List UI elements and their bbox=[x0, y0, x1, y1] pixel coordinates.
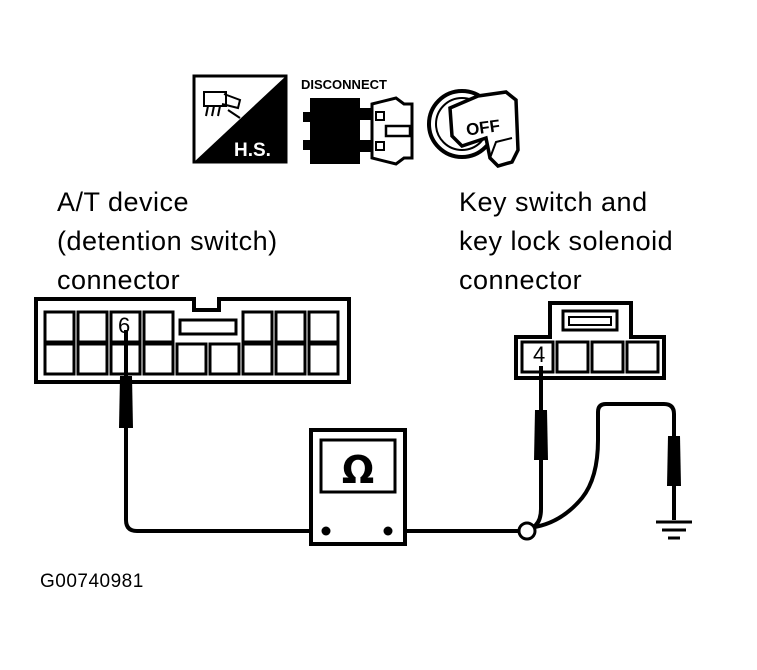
right-terminal-number: 4 bbox=[533, 342, 545, 367]
ground-symbol bbox=[656, 520, 692, 540]
connector-cavity bbox=[555, 340, 590, 374]
probe-ground bbox=[667, 436, 681, 486]
connector-cavity bbox=[175, 342, 208, 376]
ohmmeter-terminal-right bbox=[383, 526, 393, 536]
connector-cavity bbox=[142, 310, 175, 344]
lead-terminal-4 bbox=[388, 366, 543, 533]
probe-middle bbox=[534, 410, 548, 460]
connector-cavity bbox=[274, 310, 307, 344]
connector-cavity bbox=[43, 342, 76, 376]
right-title-line-1: Key switch and bbox=[459, 187, 648, 217]
disconnect-label: DISCONNECT bbox=[301, 77, 387, 92]
connector-cavity bbox=[307, 310, 340, 344]
ohm-symbol: Ω bbox=[342, 448, 374, 492]
hs-label: H.S. bbox=[234, 140, 271, 161]
connector-cavity bbox=[208, 342, 241, 376]
connector-cavity bbox=[241, 342, 274, 376]
left-connector-title: A/T device (detention switch) connector bbox=[57, 183, 278, 300]
right-title-line-3: connector bbox=[459, 265, 583, 295]
probe-left bbox=[119, 376, 133, 428]
connector-latch bbox=[178, 318, 238, 336]
connector-cavity bbox=[43, 310, 76, 344]
left-title-line-3: connector bbox=[57, 265, 181, 295]
key-connector-cavities bbox=[520, 340, 660, 374]
lead-terminal-6 bbox=[124, 330, 328, 533]
off-label: OFF bbox=[465, 116, 501, 140]
connector-cavity bbox=[76, 342, 109, 376]
connector-cavity bbox=[625, 340, 660, 374]
connector-cavity bbox=[307, 342, 340, 376]
connector-cavity bbox=[241, 310, 274, 344]
right-connector-title: Key switch and key lock solenoid connect… bbox=[459, 183, 673, 300]
connector-cavity bbox=[520, 340, 555, 374]
connector-cavity bbox=[590, 340, 625, 374]
right-title-line-2: key lock solenoid bbox=[459, 226, 674, 256]
figure-code: G00740981 bbox=[40, 571, 144, 592]
connector-cavity bbox=[76, 310, 109, 344]
disconnect-icon: DISCONNECT bbox=[301, 77, 414, 166]
ohmmeter-terminal-left bbox=[321, 526, 331, 536]
at-connector-cavities bbox=[43, 310, 340, 376]
ohmmeter: Ω bbox=[309, 428, 407, 546]
left-title-line-1: A/T device bbox=[57, 187, 190, 217]
lead-ground bbox=[534, 402, 676, 529]
left-title-line-2: (detention switch) bbox=[57, 226, 278, 256]
lead-junction bbox=[517, 521, 537, 541]
connector-cavity bbox=[274, 342, 307, 376]
connector-cavity bbox=[142, 342, 175, 376]
ignition-off-icon: OFF bbox=[427, 89, 520, 168]
harness-side-icon: H.S. bbox=[192, 74, 288, 164]
key-switch-connector: 4 bbox=[514, 301, 666, 380]
at-device-connector: 6 bbox=[34, 297, 351, 384]
